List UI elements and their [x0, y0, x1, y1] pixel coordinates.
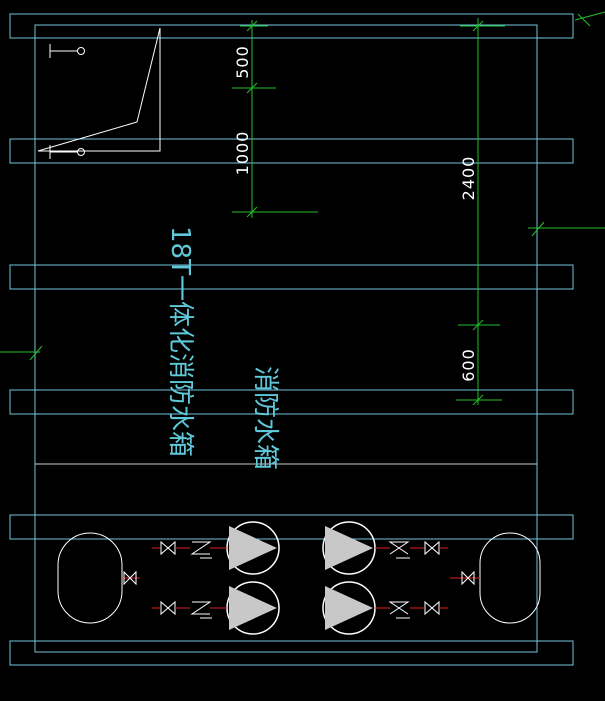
beam-band-2	[9, 138, 574, 164]
beam-band-3	[9, 264, 574, 290]
gate-valve-left-top	[160, 540, 176, 556]
dim-label-2400: 2400	[459, 156, 478, 201]
beam-band-4	[9, 389, 574, 415]
dim-label-1000: 1000	[233, 131, 252, 176]
frame-outline	[34, 24, 538, 653]
tank-right	[479, 532, 541, 624]
tank-valves	[122, 570, 480, 586]
valve-left-tank	[122, 570, 140, 586]
check-valve-right-top	[388, 541, 410, 555]
tank-left	[57, 532, 123, 624]
pump-right-top	[322, 521, 376, 575]
valve-right-tank	[450, 570, 480, 586]
dimension-texts: 500 1000 2400 600	[233, 45, 478, 382]
pump-right-bottom	[322, 581, 376, 635]
inlet-detail	[37, 27, 161, 159]
sub-title-label: 消防水箱	[250, 366, 280, 470]
check-valve-right-bottom	[388, 601, 410, 615]
check-valve-left-bottom	[190, 601, 212, 615]
beam-band-6	[9, 640, 574, 666]
beam-band-1	[9, 13, 574, 39]
gate-valve-right-top	[424, 540, 440, 556]
pump-left-top	[226, 521, 280, 575]
right-pipe-assemblies	[375, 540, 448, 619]
gate-valve-right-bottom	[424, 600, 440, 616]
pumps	[226, 521, 376, 635]
equipment-labels: 18T一体化消防水箱 消防水箱	[165, 226, 280, 470]
dim-label-600: 600	[459, 348, 478, 382]
check-valve-left-top	[190, 541, 212, 555]
main-title-label: 18T一体化消防水箱	[165, 226, 195, 457]
beam-band-5	[9, 514, 574, 540]
gate-valve-left-bottom	[160, 600, 176, 616]
dimension-lines	[0, 11, 605, 406]
pump-left-bottom	[226, 581, 280, 635]
beam-bands	[9, 13, 574, 666]
dim-label-500: 500	[233, 45, 252, 79]
left-pipe-assemblies	[152, 540, 227, 619]
